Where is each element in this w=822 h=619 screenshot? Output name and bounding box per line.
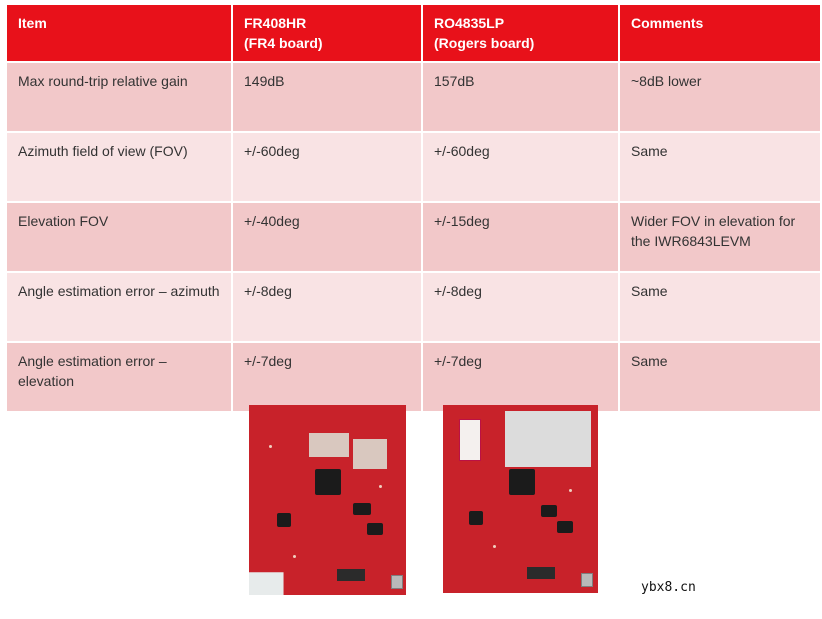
switch-block [527,567,555,579]
table-row: Angle estimation error – azimuth +/-8deg… [5,271,822,343]
cell-item: Azimuth field of view (FOV) [5,131,233,203]
ic-chip [353,503,371,515]
cell-ro4835lp: +/-7deg [421,341,620,413]
table-row: Angle estimation error – elevation +/-7d… [5,341,822,413]
cell-ro4835lp: +/-8deg [421,271,620,343]
cell-item: Angle estimation error – azimuth [5,271,233,343]
usb-connector [581,573,593,587]
cell-fr408hr: +/-8deg [231,271,423,343]
cell-ro4835lp: +/-60deg [421,131,620,203]
cell-comments: Wider FOV in elevation for the IWR6843LE… [618,201,822,273]
board-label-sticker [459,419,481,461]
watermark-text: ybx8.cn [641,580,696,595]
antenna-pad [353,439,387,469]
cell-ro4835lp: 157dB [421,61,620,133]
radar-chip [509,469,535,495]
ic-chip [557,521,573,533]
usb-connector [391,575,403,589]
ic-chip [367,523,383,535]
header-fr408hr: FR408HR(FR4 board) [231,3,423,63]
component-dot [293,555,296,558]
header-item: Item [5,3,233,63]
component-dot [379,485,382,488]
table-row: Azimuth field of view (FOV) +/-60deg +/-… [5,131,822,203]
comparison-table: Item FR408HR(FR4 board) RO4835LP(Rogers … [5,3,822,413]
header-ro4835lp: RO4835LP(Rogers board) [421,3,620,63]
rogers-board-image [443,405,598,593]
component-dot [269,445,272,448]
cell-item: Max round-trip relative gain [5,61,233,133]
ic-chip [469,511,483,525]
switch-block [337,569,365,581]
cell-item: Elevation FOV [5,201,233,273]
cell-fr408hr: +/-7deg [231,341,423,413]
table-row: Max round-trip relative gain 149dB 157dB… [5,61,822,133]
radar-chip [315,469,341,495]
component-dot [493,545,496,548]
component-dot [569,489,572,492]
cell-fr408hr: 149dB [231,61,423,133]
header-comments: Comments [618,3,822,63]
cell-fr408hr: +/-60deg [231,131,423,203]
table-header-row: Item FR408HR(FR4 board) RO4835LP(Rogers … [5,3,822,63]
ic-chip [277,513,291,527]
cell-comments: ~8dB lower [618,61,822,133]
antenna-pad [309,433,349,457]
cell-comments: Same [618,341,822,413]
cell-fr408hr: +/-40deg [231,201,423,273]
fr4-board-image [249,405,406,595]
antenna-area [505,411,591,467]
cell-comments: Same [618,131,822,203]
cell-comments: Same [618,271,822,343]
table-row: Elevation FOV +/-40deg +/-15deg Wider FO… [5,201,822,273]
cell-ro4835lp: +/-15deg [421,201,620,273]
cell-item: Angle estimation error – elevation [5,341,233,413]
ic-chip [541,505,557,517]
